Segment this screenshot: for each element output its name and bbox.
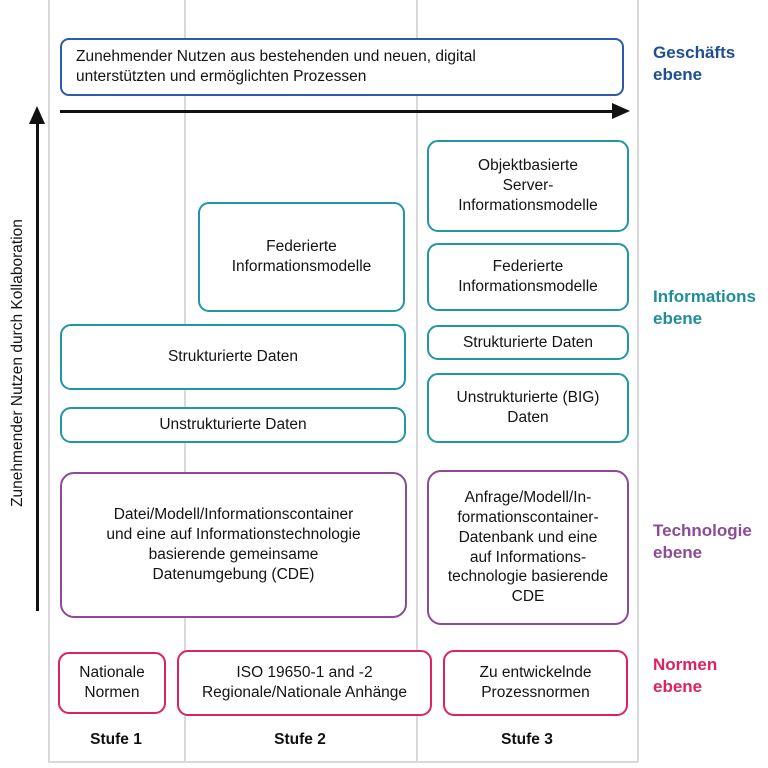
box-strukturierte-daten-stufe12: Strukturierte Daten	[60, 324, 406, 390]
grid-bottom-border	[48, 761, 638, 763]
box-unstrukturierte-daten-stufe12: Unstrukturierte Daten	[60, 407, 406, 443]
box-strukturierte-daten-stufe3: Strukturierte Daten	[427, 325, 629, 360]
stage-label-stufe3: Stufe 3	[501, 731, 553, 748]
box-unstrukturierte-big-daten-stufe3: Unstrukturierte (BIG) Daten	[427, 373, 629, 443]
grid-right-border	[637, 0, 639, 762]
grid-divider-2	[416, 0, 418, 762]
box-iso-19650: ISO 19650-1 and -2 Regionale/Nationale A…	[177, 650, 432, 716]
y-axis-arrow-head-icon	[29, 106, 45, 124]
box-federierte-informationsmodelle-stufe2: Federierte Informationsmodelle	[198, 202, 405, 312]
level-label-geschaeftsebene: Geschäfts ebene	[653, 43, 736, 85]
stage-label-stufe1: Stufe 1	[90, 731, 142, 748]
stage-label-stufe2: Stufe 2	[274, 731, 326, 748]
box-objektbasierte-server-informationsmodelle: Objektbasierte Server- Informationsmodel…	[427, 140, 629, 232]
y-axis-arrow-line	[36, 122, 39, 611]
x-axis-arrow-line	[60, 110, 613, 113]
grid-left-border	[48, 0, 50, 762]
business-benefit-box: Zunehmender Nutzen aus bestehenden und n…	[60, 38, 624, 96]
x-axis-arrow-head-icon	[612, 103, 630, 119]
level-label-normenebene: Normen ebene	[653, 655, 718, 697]
box-datei-modell-informationscontainer-cde: Datei/Modell/Informationscontainer und e…	[60, 472, 407, 618]
box-zu-entwickelnde-prozessnormen: Zu entwickelnde Prozessnormen	[443, 650, 628, 716]
box-anfrage-modell-informationscontainer-cde: Anfrage/Modell/In- formationscontainer- …	[427, 470, 629, 625]
box-federierte-informationsmodelle-stufe3: Federierte Informationsmodelle	[427, 243, 629, 311]
level-label-informationsebene: Informations ebene	[653, 287, 756, 329]
box-nationale-normen: Nationale Normen	[58, 652, 166, 714]
y-axis-label: Zunehmender Nutzen durch Kollaboration	[9, 219, 26, 507]
level-label-technologieebene: Technologie ebene	[653, 521, 752, 563]
